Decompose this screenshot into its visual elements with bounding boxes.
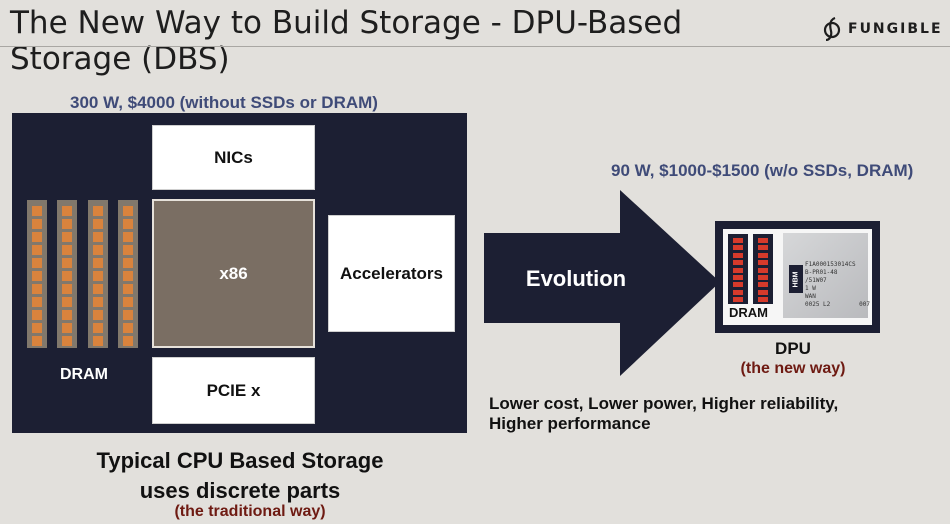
dpu-title: DPU xyxy=(775,339,811,358)
dpu-dram-chip xyxy=(733,245,743,251)
dpu-subtitle: (the new way) xyxy=(740,360,846,377)
dram-chip xyxy=(93,245,103,255)
dram-chip xyxy=(32,310,42,320)
dram-chip xyxy=(32,323,42,333)
benefits-line1: Lower cost, Lower power, Higher reliabil… xyxy=(489,394,839,413)
accelerators-box: Accelerators xyxy=(328,215,455,332)
dram-chip xyxy=(123,232,133,242)
dram-stick xyxy=(57,200,77,348)
dram-chip xyxy=(32,258,42,268)
dram-chip xyxy=(123,297,133,307)
dram-chip xyxy=(123,206,133,216)
dpu-dram-chip xyxy=(758,297,768,303)
dram-chip xyxy=(32,336,42,346)
dpu-dram-chip xyxy=(733,282,743,288)
nics-box: NICs xyxy=(152,125,315,190)
dram-chip xyxy=(123,284,133,294)
evolution-label: Evolution xyxy=(525,266,627,291)
dram-chip xyxy=(62,271,72,281)
dram-chip xyxy=(123,271,133,281)
x86-cpu-die: x86 xyxy=(152,199,315,348)
dpu-dram-label: DRAM xyxy=(729,305,768,320)
dpu-dram-chip xyxy=(733,267,743,273)
dram-chip xyxy=(32,284,42,294)
dram-chip xyxy=(32,232,42,242)
hbm-block: HBM xyxy=(789,265,803,293)
dram-chip xyxy=(62,232,72,242)
cpu-caption-line1: Typical CPU Based Storage xyxy=(96,448,384,473)
dram-chip xyxy=(93,336,103,346)
cpu-cost-note: 300 W, $4000 (without SSDs or DRAM) xyxy=(70,93,378,112)
title-divider xyxy=(0,46,950,47)
dram-chip xyxy=(93,271,103,281)
dram-chip xyxy=(62,336,72,346)
dram-chip xyxy=(93,219,103,229)
dpu-dram-chip xyxy=(758,282,768,288)
dpu-dram-chip xyxy=(758,252,768,258)
dram-chip xyxy=(32,271,42,281)
fungible-logo-icon xyxy=(823,17,841,41)
dram-chip xyxy=(93,297,103,307)
dpu-dram-chip xyxy=(758,267,768,273)
dpu-dram-chip xyxy=(733,297,743,303)
dram-chip xyxy=(123,258,133,268)
dram-chip xyxy=(62,310,72,320)
dpu-dram-chip xyxy=(758,289,768,295)
page-title: The New Way to Build Storage - DPU-Based… xyxy=(10,5,683,77)
logo-text: FUNGIBLE xyxy=(848,21,943,37)
pcie-box: PCIE x xyxy=(152,357,315,424)
dram-chip xyxy=(62,297,72,307)
dram-chip xyxy=(62,206,72,216)
dram-chip xyxy=(62,245,72,255)
dram-chip xyxy=(93,284,103,294)
cpu-caption-line2: uses discrete parts xyxy=(139,478,341,503)
dpu-cost-note: 90 W, $1000-$1500 (w/o SSDs, DRAM) xyxy=(611,161,914,180)
dram-chip xyxy=(93,323,103,333)
dpu-chip-marking: F1A000153014CS B-PR01-48 /51W07 1 W WAN … xyxy=(805,261,871,308)
dpu-dram-stick xyxy=(728,234,748,304)
dpu-dram-chip xyxy=(758,238,768,243)
dram-chip xyxy=(93,232,103,242)
dpu-dram-chip xyxy=(758,245,768,251)
dram-chip xyxy=(123,310,133,320)
dpu-dram-chip xyxy=(733,289,743,295)
dram-stick xyxy=(118,200,138,348)
dram-chip xyxy=(93,310,103,320)
dpu-dram-chip xyxy=(733,238,743,243)
dram-chip xyxy=(62,219,72,229)
benefits-line2: Higher performance xyxy=(489,414,651,433)
dram-chip xyxy=(123,219,133,229)
dram-chip xyxy=(32,206,42,216)
dram-chip xyxy=(62,323,72,333)
dram-chip xyxy=(62,284,72,294)
dram-chip xyxy=(62,258,72,268)
dram-stick xyxy=(88,200,108,348)
dpu-dram-chip xyxy=(733,275,743,280)
fungible-logo: FUNGIBLE xyxy=(822,17,943,41)
dpu-dram-stick xyxy=(753,234,773,304)
dram-chip xyxy=(32,219,42,229)
dpu-dram-chip xyxy=(758,260,768,266)
dpu-dram-chip xyxy=(758,275,768,280)
dram-chip xyxy=(32,245,42,255)
cpu-caption-note: (the traditional way) xyxy=(174,503,326,520)
hbm-label: HBM xyxy=(792,271,800,287)
dpu-dram-chip xyxy=(733,260,743,266)
dram-chip xyxy=(93,206,103,216)
dpu-dram-chip xyxy=(733,252,743,258)
dram-chip xyxy=(123,245,133,255)
evolution-arrow xyxy=(484,190,720,376)
dram-label: DRAM xyxy=(60,366,108,383)
dram-stick xyxy=(27,200,47,348)
dram-chip xyxy=(93,258,103,268)
dram-chip xyxy=(32,297,42,307)
dram-chip xyxy=(123,323,133,333)
dram-chip xyxy=(123,336,133,346)
